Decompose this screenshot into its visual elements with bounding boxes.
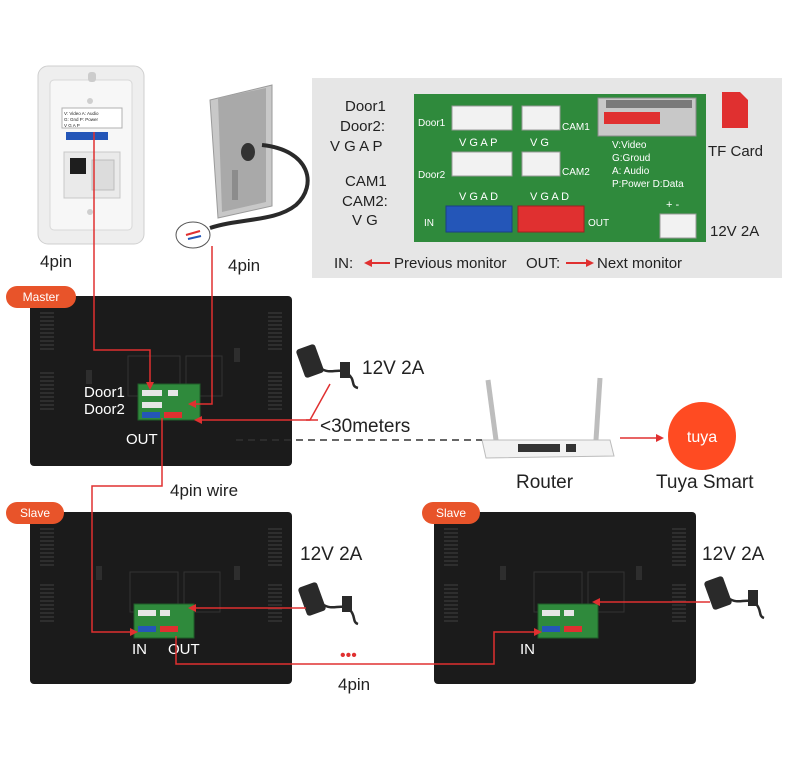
doorbell-label-line3: V G A P xyxy=(64,123,80,128)
slave-badge-1: Slave xyxy=(6,502,64,524)
connector-info-panel: Door1 Door2: V G A P CAM1 CAM2: V G Door… xyxy=(312,78,782,278)
tuya-smart-label: Tuya Smart xyxy=(656,472,754,493)
slave1-out-label: OUT xyxy=(168,641,200,658)
slave2-in-label: IN xyxy=(520,641,535,658)
cam1-connector xyxy=(521,105,561,131)
wire-master-out-to-slave1-in xyxy=(91,418,163,636)
slave-badge-2: Slave xyxy=(422,502,480,524)
cam2-connector xyxy=(521,151,561,177)
power-connector xyxy=(659,213,697,239)
camera-4pin-label: 4pin xyxy=(228,256,260,275)
doorbell-label-line1: V: Video A: Audio xyxy=(64,111,99,116)
tuya-logo-icon: tuya xyxy=(668,402,736,470)
slave1-pcb xyxy=(133,603,195,639)
panel-power-label: 12V 2A xyxy=(710,223,759,240)
power-adapter-icon xyxy=(704,576,765,620)
continuation-dots: ••• xyxy=(340,647,357,664)
distance-label: <30meters xyxy=(320,416,410,437)
out-connector xyxy=(517,205,585,233)
panel-cam-title-2: CAM2: xyxy=(342,193,388,210)
camera-lens xyxy=(241,143,255,161)
master-monitor: Door1 Door2 OUT xyxy=(30,296,292,466)
slave-badge-1-text: Slave xyxy=(20,506,50,520)
slave-monitor-2: IN xyxy=(434,512,696,684)
panel-door-title-2: Door2: xyxy=(340,118,385,135)
panel-cam-vg: V G xyxy=(352,212,378,229)
doorbell-back-unit: V: Video A: Audio G: Gnd P: Power V G A … xyxy=(37,65,145,271)
in-legend-label: IN: xyxy=(334,255,353,272)
doorbell-terminal-block xyxy=(66,132,108,140)
master-badge-text: Master xyxy=(23,290,60,304)
board-plus-minus: + - xyxy=(666,199,679,211)
board-in-label: IN xyxy=(424,218,434,229)
outdoor-camera-unit: 4pin xyxy=(175,84,310,275)
legend-ground: G:Groud xyxy=(612,153,650,164)
board-door1-label: Door1 xyxy=(418,118,446,129)
board-vgad-1: V G A D xyxy=(459,191,498,203)
in-connector xyxy=(445,205,513,233)
tuya-logo-text: tuya xyxy=(687,429,717,446)
power-adapter-icon xyxy=(296,344,359,390)
router-icon xyxy=(481,377,615,459)
panel-door-vgap: V G A P xyxy=(330,138,383,155)
legend-audio: A: Audio xyxy=(612,166,650,177)
slave1-in-label: IN xyxy=(132,641,147,658)
door2-connector xyxy=(451,151,513,177)
slave-badge-2-text: Slave xyxy=(436,506,466,520)
legend-power-data: P:Power D:Data xyxy=(612,179,684,190)
master-power-label: 12V 2A xyxy=(362,358,425,379)
legend-video: V:Video xyxy=(612,140,647,151)
wire-camera-to-door2 xyxy=(188,246,213,408)
in-legend-desc: Previous monitor xyxy=(394,255,507,272)
board-cam1-label: CAM1 xyxy=(562,122,590,133)
board-vgad-2: V G A D xyxy=(530,191,569,203)
master-badge: Master xyxy=(6,286,76,308)
power-adapter-icon xyxy=(298,582,359,626)
board-vg-1: V G xyxy=(530,137,549,149)
doorbell-wiring-label xyxy=(61,107,123,129)
master-door2-label: Door2 xyxy=(84,401,125,418)
slave2-power-label: 12V 2A xyxy=(702,544,765,565)
panel-door-title-1: Door1 xyxy=(345,98,386,115)
slave1-power-label: 12V 2A xyxy=(300,544,363,565)
door1-connector xyxy=(451,105,513,131)
panel-cam-title-1: CAM1 xyxy=(345,173,387,190)
out-legend-desc: Next monitor xyxy=(597,255,682,272)
tf-card-icon xyxy=(722,92,748,128)
doorbell-4pin-label: 4pin xyxy=(40,252,72,271)
master-out-label: OUT xyxy=(126,431,158,448)
out-legend-label: OUT: xyxy=(526,255,560,272)
board-cam2-label: CAM2 xyxy=(562,167,590,178)
doorbell-label-line2: G: Gnd P: Power xyxy=(64,117,99,122)
wire-4pin-label: 4pin wire xyxy=(170,481,238,500)
bottom-4pin-label: 4pin xyxy=(338,675,370,694)
master-door1-label: Door1 xyxy=(84,384,125,401)
tf-card-label: TF Card xyxy=(708,143,763,160)
wire-slave1-out-to-slave2-in xyxy=(175,628,542,665)
board-vgap-1: V G A P xyxy=(459,137,498,149)
router-label: Router xyxy=(516,472,574,493)
slave2-pcb xyxy=(537,603,599,639)
slave-monitor-1: IN OUT xyxy=(30,512,292,684)
board-door2-label: Door2 xyxy=(418,170,446,181)
wire-doorbell-to-door1 xyxy=(93,132,154,390)
board-out-label: OUT xyxy=(588,218,609,229)
